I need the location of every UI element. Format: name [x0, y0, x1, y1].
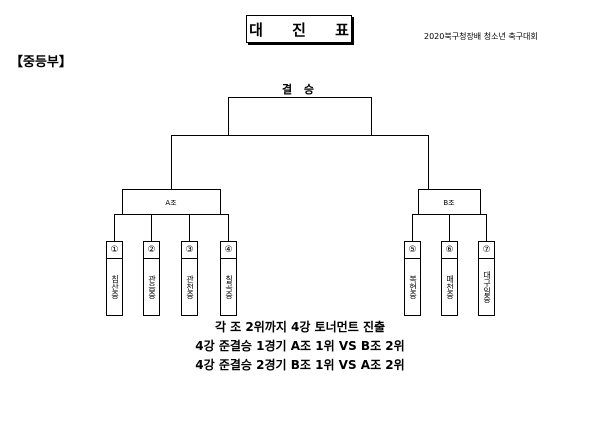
- page-title: 대 진 표: [246, 15, 352, 43]
- team-box-1: ① 침산중: [106, 241, 123, 316]
- team-box-7: ⑦ 대구일중: [478, 241, 495, 316]
- final-connector: [171, 135, 429, 189]
- group-a-label: A조: [165, 199, 177, 207]
- team-name: 관음중: [147, 275, 157, 299]
- team-name: 칠곡중: [224, 275, 234, 299]
- team-name: 매천중: [445, 275, 455, 299]
- team-box-3: ③ 관천중: [181, 241, 198, 316]
- group-a-connector: [114, 214, 229, 241]
- team-name: 복현중: [408, 275, 418, 299]
- event-name: 2020북구청장배 청소년 축구대회: [424, 32, 538, 41]
- group-b-label: B조: [443, 199, 455, 207]
- note-line: 4강 준결승 1경기 A조 1위 VS B조 2위: [195, 339, 405, 353]
- notes: 각 조 2위까지 4강 토너먼트 진출 4강 준결승 1경기 A조 1위 VS …: [150, 318, 450, 375]
- team-number: ⑥: [442, 242, 457, 259]
- note-line: 4강 준결승 2경기 B조 1위 VS A조 2위: [195, 358, 405, 372]
- note-line: 각 조 2위까지 4강 토너먼트 진출: [214, 320, 386, 334]
- team-number: ④: [221, 242, 236, 259]
- team-name: 관천중: [185, 275, 195, 299]
- division-label: 【중등부】: [10, 55, 72, 70]
- team-box-5: ⑤ 복현중: [404, 241, 421, 316]
- team-number: ②: [144, 242, 159, 259]
- final-label: 결 승: [281, 83, 319, 96]
- team-box-6: ⑥ 매천중: [441, 241, 458, 316]
- team-box-4: ④ 칠곡중: [220, 241, 237, 316]
- final-box: [228, 97, 372, 136]
- team-number: ③: [182, 242, 197, 259]
- team-number: ①: [107, 242, 122, 259]
- team-name: 대구일중: [482, 271, 492, 303]
- team-number: ⑤: [405, 242, 420, 259]
- team-name: 침산중: [110, 275, 120, 299]
- team-box-2: ② 관음중: [143, 241, 160, 316]
- team-number: ⑦: [479, 242, 494, 259]
